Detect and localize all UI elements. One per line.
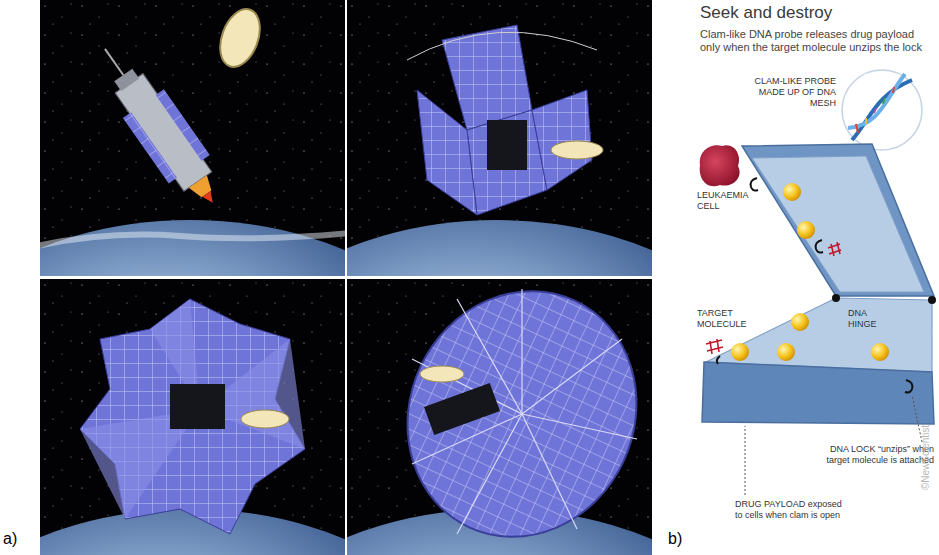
part-label: LEUKAEMIA CELL xyxy=(697,190,759,212)
part-label: TARGET MOLECULE xyxy=(697,308,759,330)
clam-upper-shell xyxy=(742,144,934,296)
chart-title: Seek and destroy xyxy=(700,3,832,23)
part-label: DNA LOCK “unzips” when target molecule i… xyxy=(812,444,934,466)
space-view-2 xyxy=(347,0,652,276)
panel-label: b) xyxy=(668,530,682,548)
part-label: DRUG PAYLOAD exposed to cells when clam … xyxy=(735,499,850,521)
space-view-3 xyxy=(40,279,345,555)
leukaemia-cell xyxy=(700,145,740,186)
clam-lower-shell xyxy=(702,294,936,424)
space-view-4 xyxy=(347,279,652,555)
part-label: CLAM-LIKE PROBE MADE UP OF DNA MESH xyxy=(742,76,836,109)
dna-helix-inset xyxy=(842,70,922,150)
subtitle: Clam-like DNA probe releases drug payloa… xyxy=(700,28,935,54)
panel-label: a) xyxy=(3,530,17,548)
part-label: DNA HINGE xyxy=(848,308,892,330)
watermark: ©NewScientist xyxy=(920,408,931,508)
space-view-1 xyxy=(40,0,345,276)
